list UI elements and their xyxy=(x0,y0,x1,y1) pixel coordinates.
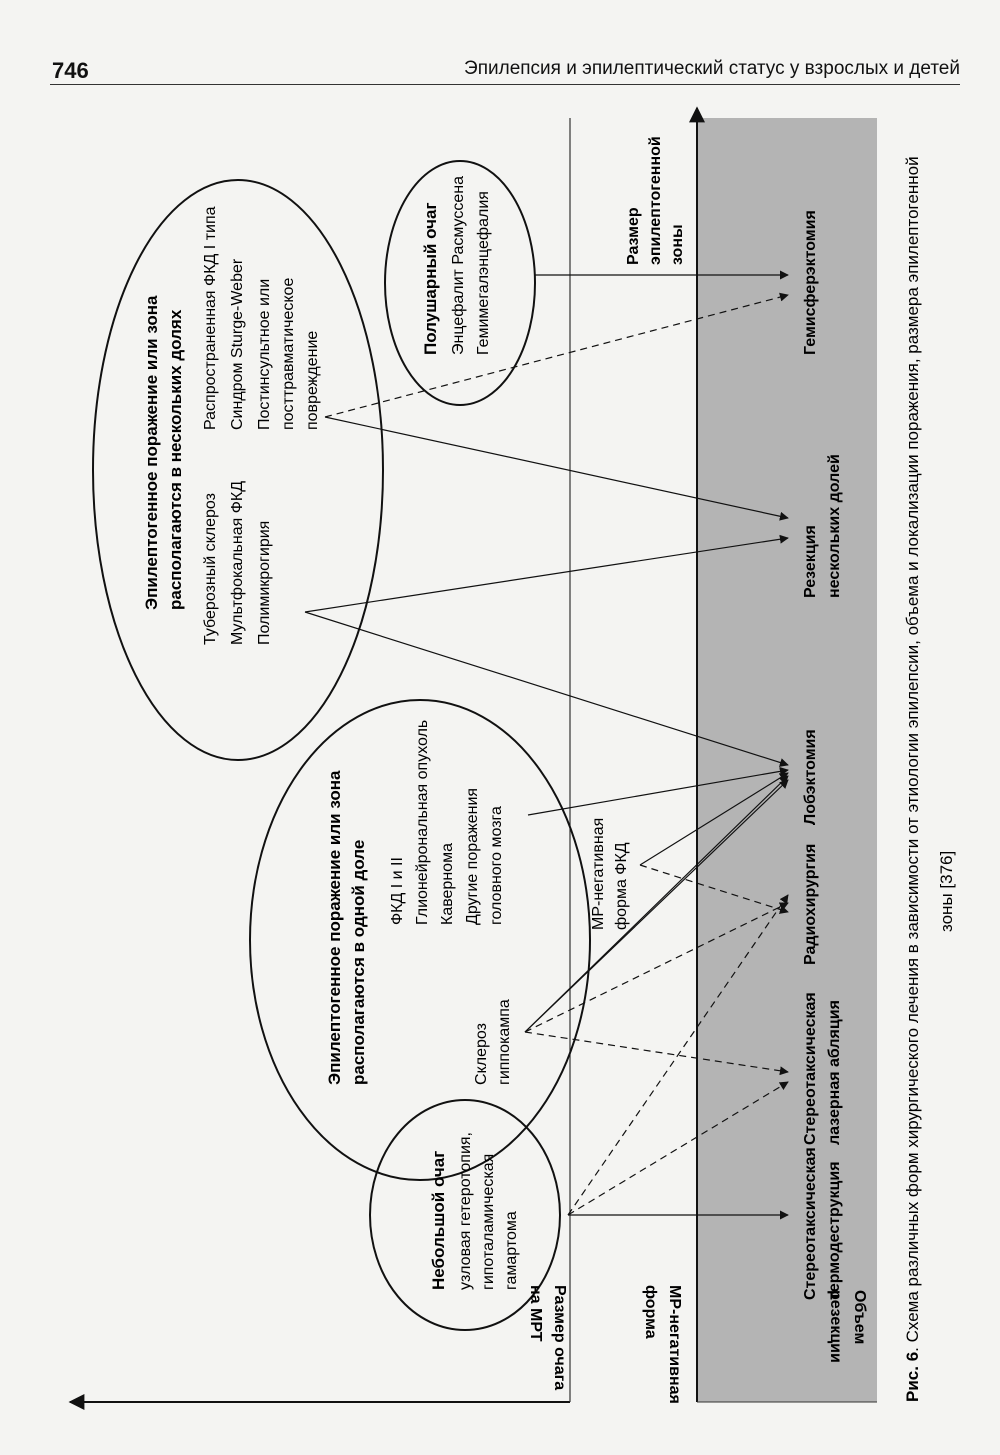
multi-lobe-item: Полимикрогирия xyxy=(256,521,273,645)
small-focus-ellipse xyxy=(369,1099,561,1331)
darrow-small-to-radio xyxy=(567,894,789,1216)
procedure-laser: Стереотаксическая xyxy=(802,992,819,1145)
mr-negative-label: МР-негативная xyxy=(666,1285,683,1404)
darrow-hippo-to-laser xyxy=(524,1031,789,1076)
multi-lobe-item: Синдром Sturge-Weber xyxy=(229,258,246,430)
arrow-lesions-to-lobectomy xyxy=(527,766,789,816)
small-focus-item: узловая гетеротопия, xyxy=(457,1132,474,1290)
caption-text-line2: зоны [376] xyxy=(937,851,956,932)
one-lobe-item: головного мозга xyxy=(488,806,505,925)
one-lobe-ellipse xyxy=(249,699,591,1181)
hippocampal-sclerosis: Склероз xyxy=(473,1023,490,1085)
zone-axis-label: Размер xyxy=(625,207,642,265)
lesion-size-label: на МРТ xyxy=(527,1285,544,1342)
resection-band xyxy=(697,118,877,1402)
procedure-laser: лазерная абляция xyxy=(826,1000,843,1145)
hemispheric-item: Гемимегалэнцефалия xyxy=(475,191,492,355)
procedure-thermo: Стереотаксическая xyxy=(802,1147,819,1300)
arrow-fcd-to-lobectomy xyxy=(639,772,789,866)
procedure-thermo: термодеструкция xyxy=(826,1161,843,1300)
small-focus-item: гамартома xyxy=(503,1211,520,1290)
small-focus-title: Небольшой очаг xyxy=(429,1151,448,1290)
one-lobe-item: Кавернома xyxy=(439,843,456,925)
multi-lobe-item: повреждение xyxy=(304,331,321,430)
one-lobe-item: Глионейрональная опухоль xyxy=(414,720,431,925)
hippocampal-sclerosis: гиппокампа xyxy=(496,999,513,1085)
zone-axis-label: зоны xyxy=(669,224,686,265)
procedure-hemisph: Гемисферэктомия xyxy=(802,210,819,355)
multi-lobe-title: Эпилептогенное поражение или зона xyxy=(142,295,161,610)
zone-axis-label: эпилептогенной xyxy=(647,136,664,265)
procedure-radio: Радиохирургия xyxy=(802,844,819,965)
lesion-size-label: Размер очага xyxy=(551,1285,568,1390)
multi-lobe-item: посттравматическое xyxy=(280,278,297,430)
multi-lobe-item: Туберозный склероз xyxy=(202,493,219,645)
caption-label: Рис. 6 xyxy=(903,1352,922,1402)
hemispheric-item: Энцефалит Расмуссена xyxy=(450,176,467,355)
caption-text: . Схема различных форм хирургического ле… xyxy=(903,156,922,1351)
mr-negative-label: форма xyxy=(642,1285,659,1339)
procedure-multilobe: нескольких долей xyxy=(826,454,843,598)
resection-volume-label: резекции xyxy=(827,1290,844,1363)
procedure-multilobe: Резекция xyxy=(802,525,819,598)
darrow-extensive-to-hemisph xyxy=(324,292,789,418)
arrow-multi-to-lobectomy xyxy=(304,611,789,767)
one-lobe-item: ФКД I и II xyxy=(389,857,406,925)
multi-lobe-item: Распространенная ФКД I типа xyxy=(202,206,219,430)
figure-caption: Рис. 6. Схема различных форм хирургическ… xyxy=(903,156,922,1402)
procedure-lobectomy: Лобэктомия xyxy=(802,729,819,825)
hemispheric-ellipse xyxy=(384,160,536,406)
page-number: 746 xyxy=(52,58,89,83)
solid-arrows xyxy=(304,270,789,1220)
resection-volume-label: Объем xyxy=(851,1290,868,1344)
multi-lobe-item: Постинсультное или xyxy=(256,279,273,430)
one-lobe-title: располагаются в одной доле xyxy=(349,840,368,1085)
multi-lobe-title: располагаются в нескольких долях xyxy=(166,309,185,610)
mr-negative-fcd: МР-негативная xyxy=(590,818,607,930)
arrow-multi-to-multilobe xyxy=(304,534,789,613)
dashed-arrows xyxy=(324,292,789,1216)
running-head: Эпилепсия и эпилептический статус у взро… xyxy=(464,58,960,79)
small-focus-item: гипоталамическая xyxy=(480,1154,497,1290)
arrow-extensive-to-multilobe xyxy=(324,416,789,521)
mr-negative-fcd: форма ФКД xyxy=(613,842,630,930)
header-rule xyxy=(50,84,960,85)
one-lobe-title: Эпилептогенное поражение или зона xyxy=(325,770,344,1085)
darrow-hippo-to-radio xyxy=(524,902,789,1033)
multi-lobe-item: Мультфокальная ФКД xyxy=(229,481,246,645)
multi-lobe-ellipse xyxy=(92,179,384,761)
darrow-fcd-to-radio xyxy=(639,864,789,914)
darrow-small-to-laser xyxy=(567,1081,789,1216)
hemispheric-title: Полушарный очаг xyxy=(421,202,440,355)
arrow-hippo-to-lobectomy-b xyxy=(524,775,789,1033)
one-lobe-item: Другие поражения xyxy=(464,788,481,925)
